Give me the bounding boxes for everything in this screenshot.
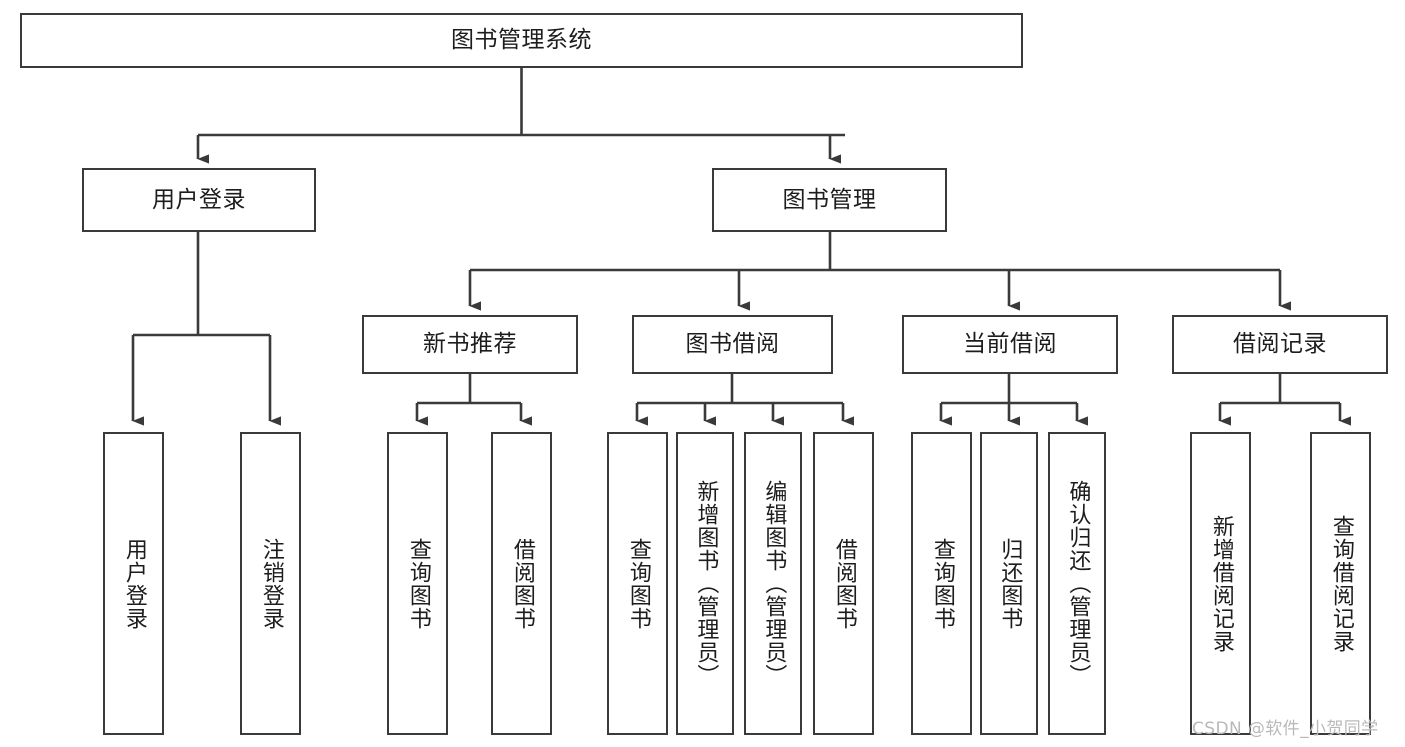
node-label: 注销登录 [258,537,284,630]
node-root-system[interactable]: 图书管理系统 [20,13,1023,68]
node-label: 当前借阅 [963,331,1057,358]
node-label: 查询图书 [405,537,431,630]
node-label: 新增图书（管理员） [693,480,719,687]
leaf-book-borrow-edit[interactable]: 编辑图书（管理员） [744,432,802,735]
node-label: 确认归还（管理员） [1065,480,1091,687]
leaf-current-borrow-query[interactable]: 查询图书 [911,432,972,735]
leaf-borrow-record-query[interactable]: 查询借阅记录 [1310,432,1371,735]
node-book-borrow[interactable]: 图书借阅 [632,315,833,374]
leaf-book-borrow-borrow[interactable]: 借阅图书 [813,432,874,735]
node-label: 借阅图书 [831,537,857,630]
node-label: 图书借阅 [685,331,780,358]
node-label: 编辑图书（管理员） [761,480,787,687]
leaf-new-book-borrow[interactable]: 借阅图书 [491,432,552,735]
leaf-new-book-query[interactable]: 查询图书 [387,432,448,735]
leaf-book-borrow-query[interactable]: 查询图书 [607,432,668,735]
node-label: 查询借阅记录 [1328,514,1354,653]
node-label: 查询图书 [625,537,651,630]
node-new-book-recommend[interactable]: 新书推荐 [362,315,578,374]
node-label: 用户登录 [152,186,246,213]
node-current-borrow[interactable]: 当前借阅 [902,315,1118,374]
node-label: 图书管理系统 [451,27,592,54]
node-label: 图书管理 [782,186,877,213]
leaf-user-login-signin[interactable]: 用户登录 [103,432,164,735]
leaf-current-borrow-return[interactable]: 归还图书 [980,432,1038,735]
node-label: 归还图书 [997,537,1023,630]
node-label: 借阅记录 [1233,331,1327,358]
leaf-book-borrow-add[interactable]: 新增图书（管理员） [676,432,734,735]
node-label: 新增借阅记录 [1208,514,1234,653]
leaf-current-borrow-confirm[interactable]: 确认归还（管理员） [1048,432,1106,735]
node-borrow-record[interactable]: 借阅记录 [1172,315,1388,374]
node-label: 新书推荐 [423,331,517,358]
node-label: 借阅图书 [509,537,535,630]
node-label: 用户登录 [121,537,147,630]
leaf-borrow-record-add[interactable]: 新增借阅记录 [1190,432,1251,735]
node-user-login[interactable]: 用户登录 [82,168,316,232]
leaf-user-login-signout[interactable]: 注销登录 [240,432,301,735]
node-book-management[interactable]: 图书管理 [712,168,947,232]
node-label: 查询图书 [929,537,955,630]
